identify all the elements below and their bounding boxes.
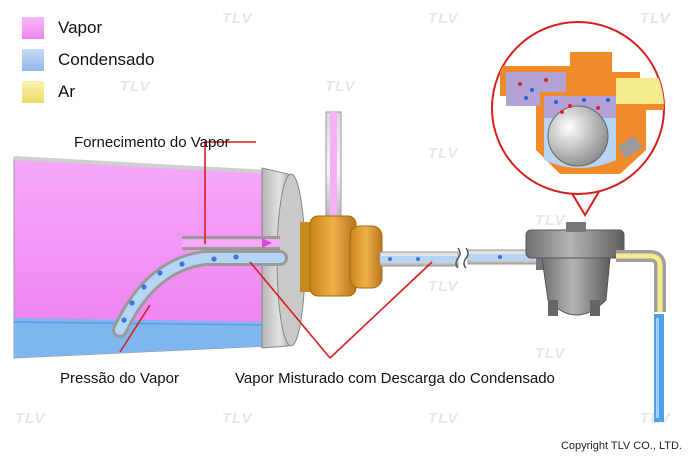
callout-lines (119, 141, 433, 359)
discharge-pipe (379, 247, 541, 269)
watermark: TLV (428, 10, 459, 27)
watermark: TLV (428, 410, 459, 427)
watermark: TLV (222, 10, 253, 27)
watermark: TLV (222, 410, 253, 427)
label-mixed-discharge: Vapor Misturado com Descarga do Condensa… (235, 370, 555, 387)
steam-supply-tube (325, 111, 342, 231)
label-steam-supply: Fornecimento do Vapor (74, 134, 230, 151)
legend-label: Condensado (58, 50, 155, 69)
legend-item-condensate: Condensado (22, 48, 154, 72)
legend-label: Vapor (58, 18, 103, 37)
legend-label: Ar (58, 82, 75, 101)
trap-cutaway-callout (491, 21, 665, 217)
legend-item-steam: Vapor (22, 16, 102, 40)
legend-item-air: Ar (22, 80, 75, 104)
label-steam-pressure: Pressão do Vapor (60, 370, 179, 387)
steam-trap (525, 222, 625, 316)
watermark: TLV (325, 78, 356, 95)
watermark: TLV (428, 145, 459, 162)
rotary-joint (300, 215, 383, 297)
steam-swatch (22, 17, 44, 39)
watermark: TLV (535, 212, 566, 229)
trap-outlet (616, 250, 666, 422)
watermark: TLV (15, 410, 46, 427)
watermark: TLV (120, 78, 151, 95)
copyright-notice: Copyright TLV CO., LTD. (560, 440, 682, 452)
air-swatch (22, 81, 44, 103)
condensate-swatch (22, 49, 44, 71)
siphon-tube (112, 236, 288, 338)
watermark: TLV (428, 278, 459, 295)
watermark: TLV (535, 345, 566, 362)
watermark: TLV (640, 10, 671, 27)
